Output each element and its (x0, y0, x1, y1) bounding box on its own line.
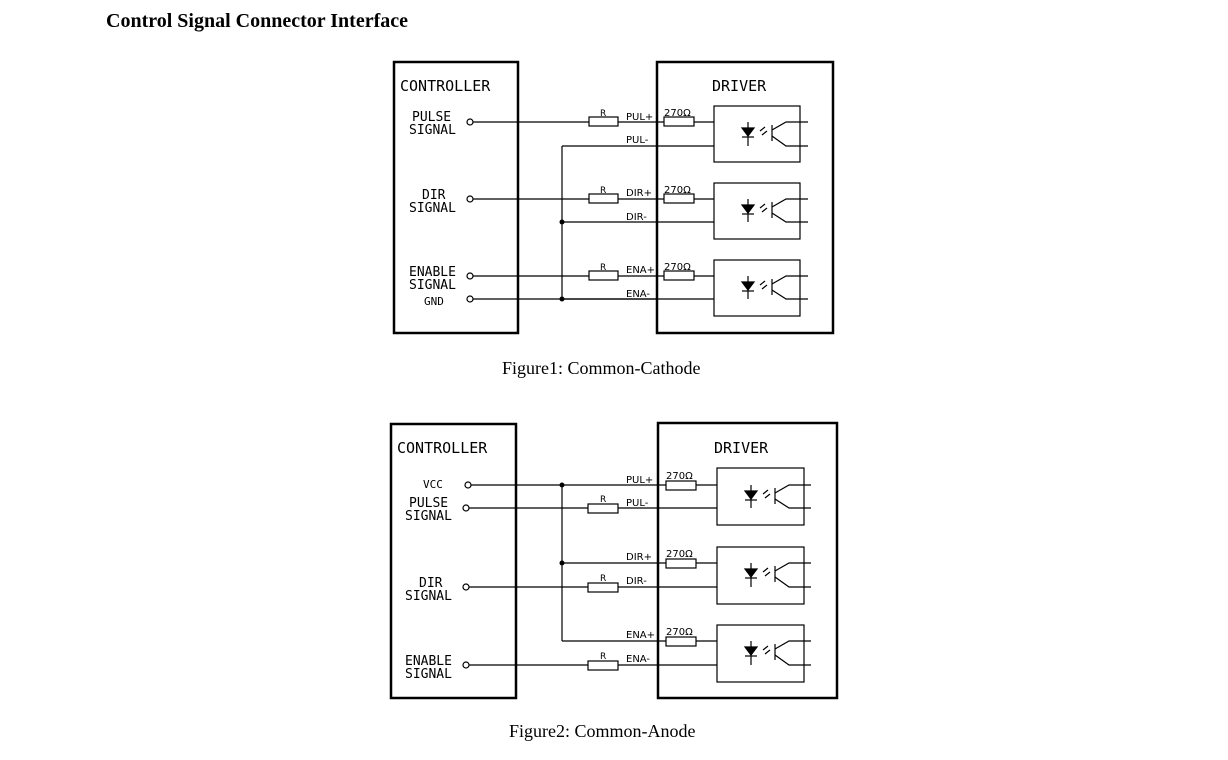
enable-signal-label: SIGNAL (405, 667, 452, 682)
terminal-dir-plus: DIR+ (626, 552, 652, 563)
terminal-ena-plus: ENA+ (626, 630, 655, 641)
enable-signal-label: SIGNAL (409, 278, 456, 293)
controller-box (392, 60, 520, 335)
terminal-pul-minus: PUL- (626, 498, 649, 509)
driver-box (655, 60, 835, 335)
resistor-label: R (600, 652, 606, 662)
driver-label: DRIVER (714, 439, 769, 457)
vcc-label: VCC (423, 478, 443, 491)
terminal-ena-minus: ENA- (626, 654, 650, 665)
resistor-r (588, 193, 619, 204)
resistor-270 (663, 116, 695, 127)
pulse-pin (462, 504, 470, 512)
pulse-signal-label: PULSE (409, 496, 448, 511)
enable-signal-label: ENABLE (405, 654, 452, 669)
optocoupler-led-icon (743, 562, 811, 588)
figure2-caption: Figure2: Common-Anode (509, 721, 696, 741)
optocoupler-led-icon (743, 484, 811, 509)
dir-signal-label: DIR (422, 188, 446, 203)
controller-box (389, 422, 518, 700)
terminal-dir-minus: DIR- (626, 576, 647, 587)
resistor-r (588, 270, 619, 281)
optocoupler-led-icon (740, 275, 808, 300)
resistor-270 (665, 636, 697, 647)
resistor-270 (665, 480, 697, 491)
controller-label: CONTROLLER (397, 439, 488, 457)
common-cathode-diagram: CONTROLLER DRIVER PULSE SIGNAL DIR SIGNA… (392, 60, 835, 335)
pulse-signal-label: PULSE (412, 110, 451, 125)
optocoupler (713, 105, 801, 163)
optocoupler-led-icon (743, 640, 811, 666)
ohm-label: 270Ω (664, 185, 691, 196)
resistor-label: R (600, 263, 606, 273)
resistor-r (587, 660, 619, 671)
resistor-r (587, 503, 619, 514)
optocoupler-led-icon (740, 198, 808, 223)
resistor-270 (663, 193, 695, 204)
resistor-r (588, 116, 619, 127)
optocoupler (716, 546, 805, 605)
resistor-label: R (600, 574, 606, 584)
ohm-label: 270Ω (666, 627, 693, 638)
enable-signal-label: ENABLE (409, 265, 456, 280)
dir-signal-label: SIGNAL (409, 201, 456, 216)
terminal-pul-minus: PUL- (626, 135, 649, 146)
pulse-signal-label: SIGNAL (405, 509, 452, 524)
gnd-label: GND (424, 295, 444, 308)
ohm-label: 270Ω (666, 549, 693, 560)
optocoupler-led-icon (740, 121, 808, 147)
optocoupler (713, 259, 801, 317)
pulse-signal-label: SIGNAL (409, 123, 456, 138)
resistor-label: R (600, 186, 606, 196)
terminal-pul-plus: PUL+ (626, 475, 653, 486)
driver-label: DRIVER (712, 77, 767, 95)
page-title: Control Signal Connector Interface (106, 10, 409, 32)
resistor-270 (665, 558, 697, 569)
terminal-dir-minus: DIR- (626, 212, 647, 223)
dir-signal-label: DIR (419, 576, 443, 591)
optocoupler (716, 624, 805, 683)
resistor-r (587, 582, 619, 593)
terminal-pul-plus: PUL+ (626, 112, 653, 123)
controller-label: CONTROLLER (400, 77, 491, 95)
terminal-ena-plus: ENA+ (626, 265, 655, 276)
ohm-label: 270Ω (664, 108, 691, 119)
terminal-dir-plus: DIR+ (626, 188, 652, 199)
resistor-270 (663, 270, 695, 281)
figure1-caption: Figure1: Common-Cathode (502, 358, 701, 378)
resistor-label: R (600, 109, 606, 119)
optocoupler (713, 182, 801, 240)
driver-box (656, 421, 839, 700)
resistor-label: R (600, 495, 606, 505)
dir-pin (462, 583, 470, 591)
dir-signal-label: SIGNAL (405, 589, 452, 604)
optocoupler (716, 467, 805, 526)
terminal-ena-minus: ENA- (626, 289, 650, 300)
ohm-label: 270Ω (666, 471, 693, 482)
vcc-pin (464, 481, 472, 489)
enable-pin (462, 661, 470, 669)
ohm-label: 270Ω (664, 262, 691, 273)
